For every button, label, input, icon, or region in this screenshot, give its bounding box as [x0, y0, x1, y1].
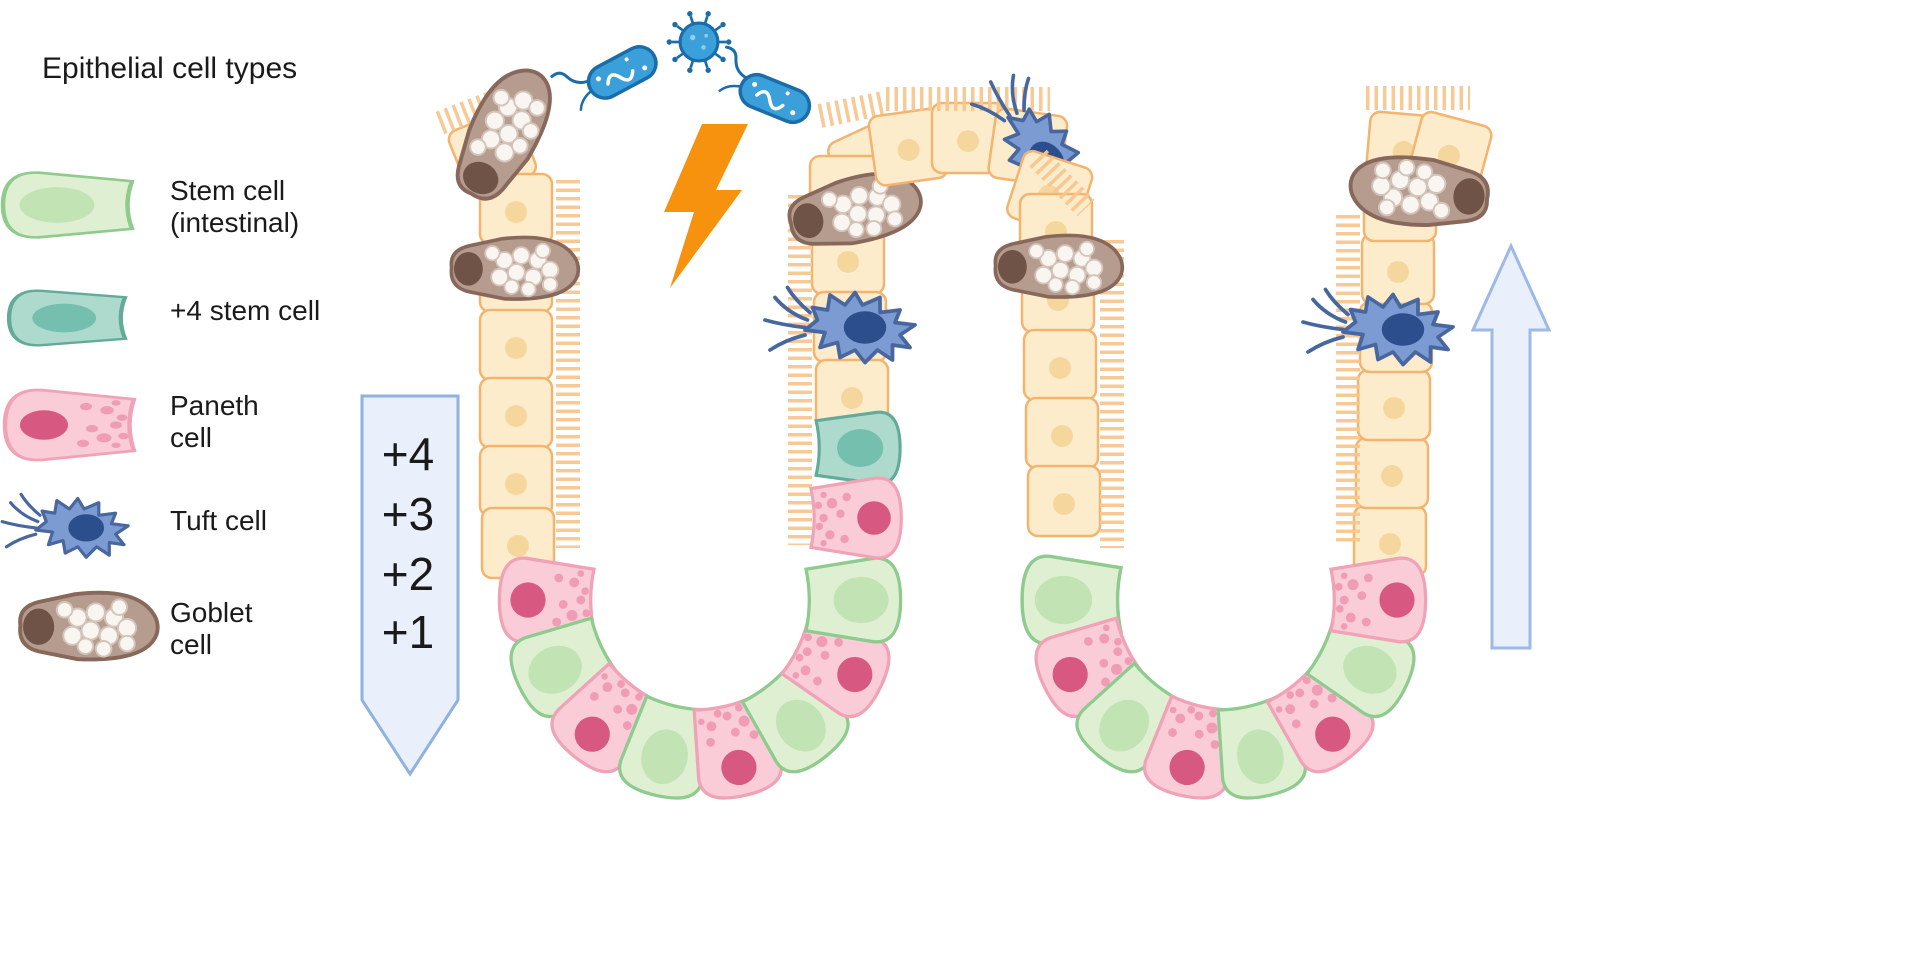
legend-item-stem-cell: Stem cell (intestinal) [3, 173, 299, 238]
legend-label-paneth-1: Paneth [170, 390, 259, 421]
epithelial-cell [1354, 436, 1430, 510]
migration-up-arrow-icon [1470, 242, 1552, 650]
crypt-2 [993, 86, 1495, 807]
epithelial-cell [478, 444, 554, 518]
down-arrow-icon [360, 394, 460, 777]
epithelial-cell [1026, 464, 1102, 538]
epithelial-cell [1360, 232, 1436, 306]
axis-label-plus1: +1 [382, 606, 434, 658]
brush-border-crypt-2 [1029, 86, 1470, 548]
goblet-cell-icon [18, 590, 160, 662]
legend-label-stem-2: (intestinal) [170, 207, 299, 238]
paneth-cell [809, 476, 903, 560]
plus4-stem-cell-icon [9, 291, 125, 346]
axis-label-plus3: +3 [382, 488, 434, 540]
epithelial-cell [1356, 368, 1432, 442]
brush-border [817, 91, 887, 128]
legend-label-tuft: Tuft cell [170, 505, 267, 536]
legend-label-stem-1: Stem cell [170, 175, 285, 206]
axis-label-plus2: +2 [382, 548, 434, 600]
epithelial-cell [1022, 328, 1098, 402]
epithelial-cell [1024, 396, 1100, 470]
bacterium-icon [707, 45, 822, 129]
stem-cell-icon [3, 173, 132, 238]
tuft-cell-icon [0, 492, 130, 559]
epithelial-cell [478, 376, 554, 450]
axis-label-plus4: +4 [382, 428, 434, 480]
paneth-cell [1329, 556, 1428, 644]
legend: Epithelial cell types Stem cell (intesti… [0, 52, 320, 662]
bacterium-icon [549, 27, 664, 119]
legend-label-goblet-2: cell [170, 629, 212, 660]
pathogens [549, 9, 822, 129]
goblet-cell [993, 233, 1125, 299]
villus-fold [866, 60, 1109, 221]
plus4-stem-cell [814, 410, 902, 486]
stem-cell [804, 556, 903, 644]
legend-item-plus4-stem-cell: +4 stem cell [9, 291, 320, 346]
paneth-cell-icon [5, 390, 134, 460]
legend-item-paneth-cell: Paneth cell [5, 390, 259, 460]
legend-label-plus4: +4 stem cell [170, 295, 320, 326]
legend-label-goblet-1: Goblet [170, 597, 253, 628]
legend-item-tuft-cell: Tuft cell [0, 492, 267, 559]
lightning-bolt-icon [664, 124, 748, 288]
brush-border [1029, 149, 1095, 217]
brush-border-crypt-1 [435, 83, 887, 548]
legend-label-paneth-2: cell [170, 422, 212, 453]
crypt-axis-arrow: +4 +3 +2 +1 [360, 394, 460, 777]
crypt-1 [435, 54, 929, 807]
epithelial-cell [478, 308, 554, 382]
crypt-1-base-cells [497, 556, 903, 807]
crypt-2-base-cells [1020, 554, 1428, 807]
virus-icon [665, 9, 733, 75]
goblet-cell [449, 235, 581, 301]
legend-item-goblet-cell: Goblet cell [18, 590, 253, 662]
legend-heading: Epithelial cell types [42, 52, 297, 85]
